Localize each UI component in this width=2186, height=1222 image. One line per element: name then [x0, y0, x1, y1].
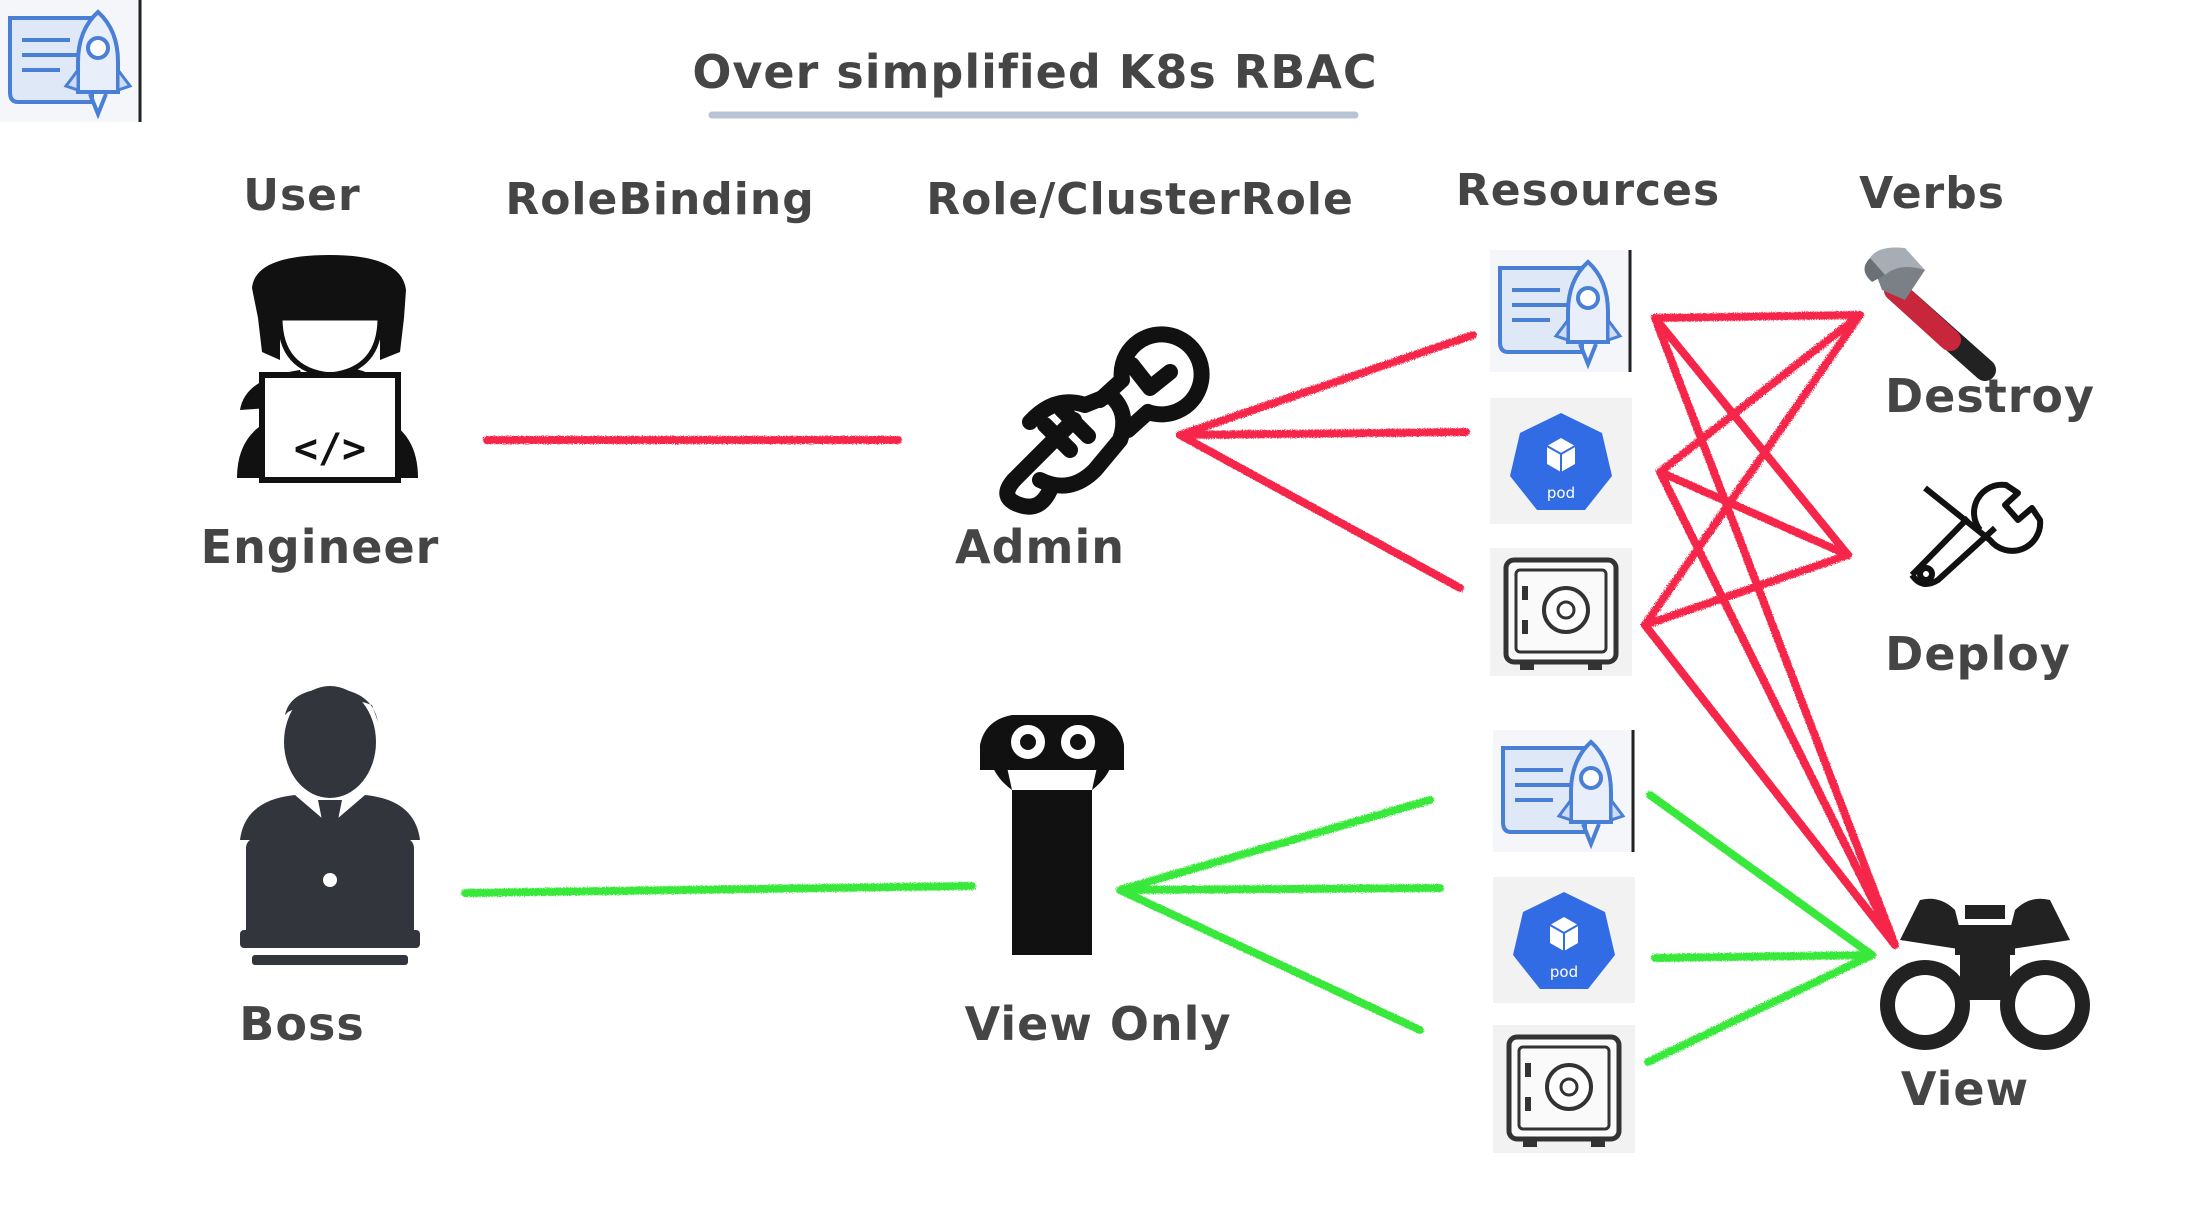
svg-text:</>: </>	[294, 426, 366, 472]
pod-view-green-link	[1651, 951, 1876, 962]
pod-icon-text: pod	[1550, 963, 1578, 981]
developer-icon: </>	[237, 255, 418, 483]
deployment-destroy-link	[1651, 311, 1864, 322]
secret-view-link	[1641, 621, 1899, 949]
verb-view-label: View	[1901, 1062, 2029, 1116]
pod-destroy-link	[1656, 311, 1864, 476]
pod-icon: pod	[1490, 398, 1632, 524]
verb-deploy-label: Deploy	[1885, 627, 2071, 681]
viewonly-pod-link	[1116, 884, 1444, 894]
binoculars-icon	[1880, 898, 2090, 1050]
wrench-icon	[1909, 481, 2044, 587]
diagram-title: Over simplified K8s RBAC	[692, 45, 1377, 99]
role-viewonly-label: View Only	[965, 997, 1232, 1051]
deployment-resource-view	[1491, 728, 1637, 854]
header-verbs: Verbs	[1859, 168, 2005, 219]
safe-icon	[1493, 1025, 1635, 1153]
safe-icon	[1490, 548, 1632, 676]
viewonly-deployment-link	[1116, 796, 1434, 894]
admin-links	[483, 311, 1899, 949]
pod-deploy-link	[1656, 468, 1852, 559]
wrench-fist-icon	[999, 326, 1210, 515]
deployment-deploy-link	[1651, 314, 1852, 559]
deployment-resource-admin	[1488, 248, 1634, 374]
secret-destroy-link	[1641, 311, 1864, 629]
admin-pod-link	[1176, 428, 1470, 439]
viewonly-secret-link	[1116, 886, 1424, 1034]
user-engineer-label: Engineer	[201, 520, 440, 574]
header-role: Role/ClusterRole	[926, 174, 1354, 225]
header-user: User	[243, 170, 360, 221]
deployment-view-green-link	[1646, 791, 1876, 959]
role-admin-label: Admin	[955, 520, 1125, 574]
secret-view-green-link	[1644, 951, 1876, 1066]
pod-icon-text: pod	[1547, 484, 1575, 502]
hammer-icon	[1864, 247, 1996, 381]
pod-view-link	[1656, 468, 1899, 949]
deployment-view-link	[1651, 314, 1899, 949]
boss-viewonly-link	[461, 882, 976, 897]
user-boss-label: Boss	[239, 997, 364, 1051]
admin-secret-link	[1176, 431, 1464, 592]
admin-deployment-link	[1176, 331, 1477, 439]
deployment-rocket-icon	[0, 0, 142, 122]
verb-destroy-label: Destroy	[1885, 369, 2095, 423]
header-resources: Resources	[1456, 165, 1720, 216]
view-links	[461, 791, 1876, 1066]
binoculars-person-icon	[980, 715, 1124, 960]
header-rolebinding: RoleBinding	[505, 174, 814, 225]
secret-deploy-link	[1641, 551, 1852, 629]
pod-icon: pod	[1493, 877, 1635, 1003]
boss-laptop-icon	[240, 686, 420, 965]
